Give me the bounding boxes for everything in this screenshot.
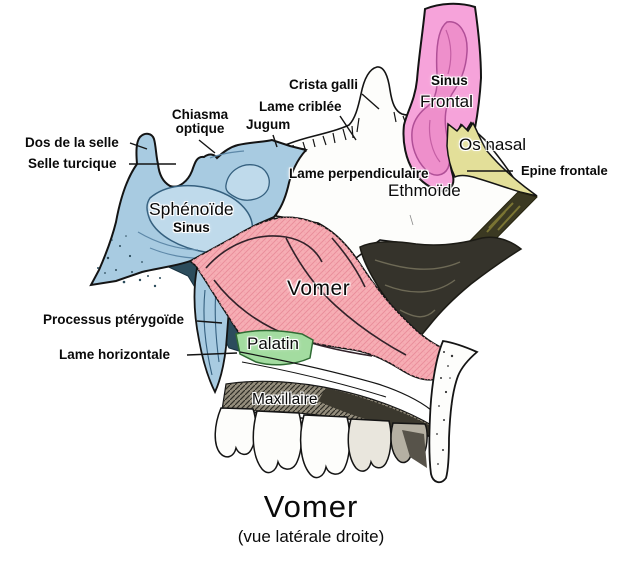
vomer-ridge-lines (205, 235, 407, 357)
label-ethmoide: Ethmoïde (388, 181, 461, 200)
label-sinus-frontal: Sinus (431, 73, 468, 88)
tooth (214, 407, 257, 458)
leader-lame-criblee (339, 115, 357, 141)
anterior-maxilla-strut (428, 340, 479, 484)
label-frontal: Frontal (420, 92, 473, 111)
leader-lines (129, 93, 513, 356)
label-crista-galli: Crista galli (289, 77, 359, 92)
tooth (299, 414, 351, 479)
palatine-shape (235, 329, 314, 366)
figure-subtitle: (vue latérale droite) (237, 527, 385, 546)
leader-dos-de-la-selle (129, 142, 148, 150)
frontal-bone-shape (402, 2, 483, 193)
label-jugum: Jugum (246, 117, 291, 132)
label-lame-horizontale: Lame horizontale (59, 347, 171, 362)
label-processus-pterygoide: Processus ptérygoïde (43, 312, 185, 327)
tooth (252, 410, 303, 474)
label-sinus-sphenoide: Sinus (173, 220, 210, 235)
leader-lame-horizontale (186, 352, 238, 356)
figure-title-block: Vomer (vue latérale droite) (150, 489, 472, 547)
frontal-sinus-cavity (411, 21, 468, 176)
leader-jugum (272, 134, 278, 148)
tooth (347, 418, 392, 472)
label-os-nasal: Os nasal (459, 135, 527, 154)
label-vomer: Vomer (287, 277, 351, 300)
label-lame-perpendiculaire: Lame perpendiculaire (289, 166, 429, 181)
label-maxillaire: Maxillaire (252, 391, 318, 408)
leader-crista-galli (361, 93, 380, 110)
spongy-bone-speckles (97, 235, 161, 288)
label-chiasma-optique: Chiasma optique (171, 107, 229, 136)
dark-mass-shape (359, 236, 523, 340)
vomer-shape (188, 216, 464, 381)
label-selle-turcique: Selle turcique (28, 156, 117, 171)
maxilla-teeth-shape (214, 340, 479, 484)
figure-title: Vomer (263, 489, 359, 524)
label-palatin: Palatin (247, 334, 299, 353)
leader-processus-pterygoide (196, 320, 223, 324)
label-lame-criblee: Lame criblée (259, 99, 342, 114)
label-sphenoide: Sphénoïde (149, 199, 234, 219)
leader-chiasma-optique (198, 139, 216, 154)
label-epine-frontale: Epine frontale (521, 163, 608, 178)
label-dos-de-la-selle: Dos de la selle (25, 135, 119, 150)
sphenoid-shape (89, 132, 308, 288)
